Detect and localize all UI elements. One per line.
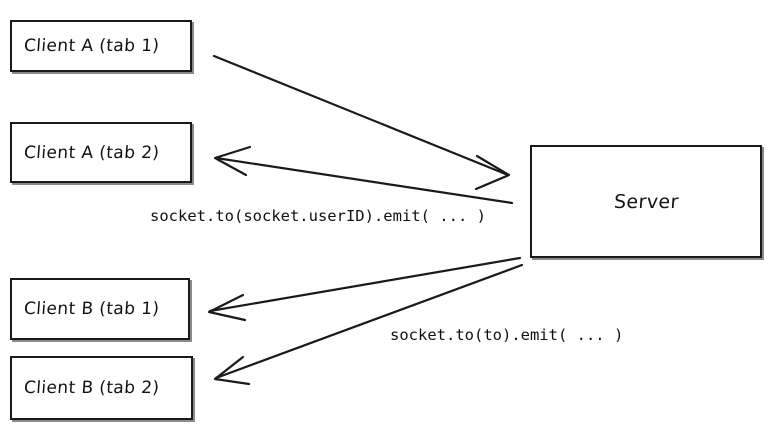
- connector-server-to-client-b-tab-1: [207, 256, 522, 322]
- node-client-b-tab-2[interactable]: Client B (tab 2): [10, 356, 193, 420]
- node-client-a-tab-2[interactable]: Client A (tab 2): [10, 122, 192, 183]
- node-client-b-tab-1-label: Client B (tab 1): [23, 299, 161, 319]
- node-client-b-tab-2-label: Client B (tab 2): [23, 378, 161, 398]
- node-client-a-tab-1[interactable]: Client A (tab 1): [10, 20, 192, 72]
- node-server[interactable]: Server: [530, 145, 762, 258]
- connector-client-a-tab-1-to-server: [212, 54, 511, 191]
- node-client-b-tab-1[interactable]: Client B (tab 1): [10, 278, 190, 340]
- node-client-a-tab-2-label: Client A (tab 2): [23, 142, 161, 163]
- connector-server-to-client-b-tab-2: [213, 263, 524, 386]
- edge-label-emit-to: socket.to(to).emit( ... ): [390, 326, 624, 344]
- edge-label-emit-user-id: socket.to(socket.userID).emit( ... ): [150, 207, 486, 225]
- connector-server-to-client-a-tab-2: [213, 145, 514, 205]
- node-client-a-tab-1-label: Client A (tab 1): [23, 36, 161, 56]
- node-server-label: Server: [612, 190, 680, 213]
